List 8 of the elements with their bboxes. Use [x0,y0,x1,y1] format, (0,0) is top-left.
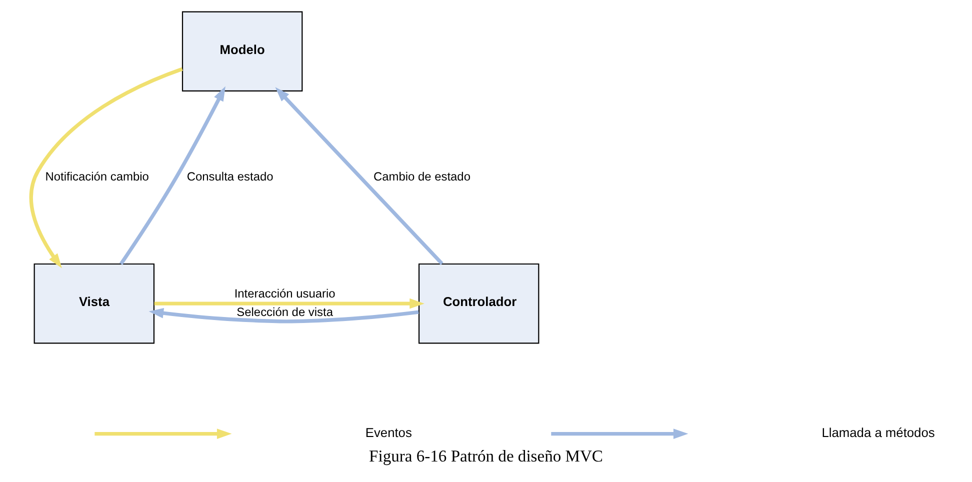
edge-label: Consulta estado [186,170,274,184]
edge-label: Selección de vista [236,304,334,319]
legend-label: Eventos [365,425,412,440]
legend-label: Llamada a métodos [822,425,935,440]
edge-label: Cambio de estado [373,170,470,184]
edge-label: Interacción usuario [234,286,336,301]
edge-label: Notificación cambio [45,170,149,184]
caption: Figura 6-16 Patrón de diseño MVC [369,446,603,466]
